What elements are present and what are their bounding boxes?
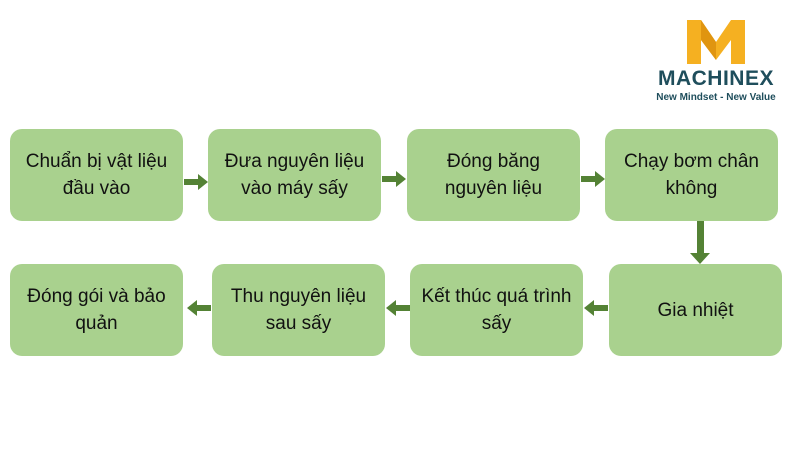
- arrow-right: [581, 171, 605, 187]
- arrow-right: [382, 171, 406, 187]
- step-box: Đóng băng nguyên liệu: [407, 129, 580, 221]
- step-box: Đóng gói và bảo quản: [10, 264, 183, 356]
- arrow-down: [690, 221, 710, 264]
- step-box: Gia nhiệt: [609, 264, 782, 356]
- machinex-logo: MACHINEX New Mindset - New Value: [646, 14, 786, 106]
- step-box: Chạy bơm chân không: [605, 129, 778, 221]
- arrow-right: [184, 174, 208, 190]
- step-box: Thu nguyên liệu sau sấy: [212, 264, 385, 356]
- step-box: Chuẩn bị vật liệu đầu vào: [10, 129, 183, 221]
- brand-tagline: New Mindset - New Value: [656, 92, 776, 103]
- step-box: Đưa nguyên liệu vào máy sấy: [208, 129, 381, 221]
- m-logo-icon: [687, 20, 745, 64]
- brand-name: MACHINEX: [657, 67, 774, 90]
- arrow-left: [187, 300, 211, 316]
- arrow-left: [584, 300, 608, 316]
- step-box: Kết thúc quá trình sấy: [410, 264, 583, 356]
- arrow-left: [386, 300, 410, 316]
